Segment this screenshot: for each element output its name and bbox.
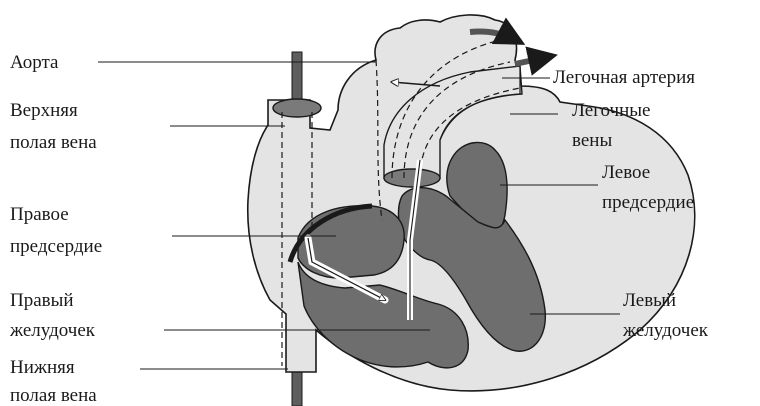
flow-arrow-out-right	[515, 56, 552, 64]
label-left-atrium-line2: предсердие	[602, 192, 694, 213]
label-left-atrium-line1: Левое	[602, 162, 650, 183]
label-pulmonary-artery: Легочная артерия	[553, 67, 695, 88]
label-right-ventricle-line2: желудочек	[9, 320, 96, 341]
label-left-ventricle-line2: желудочек	[622, 320, 709, 341]
label-pulmonary-veins-line2: вены	[572, 130, 612, 151]
label-right-atrium-line1: Правое	[10, 204, 69, 225]
label-ivc-line1: Нижняя	[10, 357, 75, 378]
label-left-ventricle-line1: Левый	[623, 290, 676, 311]
label-svc-line1: Верхняя	[10, 100, 78, 121]
label-svc-line2: полая вена	[10, 132, 97, 153]
label-aorta: Аорта	[10, 52, 59, 73]
label-ivc-line2: полая вена	[10, 385, 97, 406]
label-pulmonary-veins-line1: Легочные	[572, 100, 650, 121]
label-right-atrium-line2: предсердие	[10, 236, 102, 257]
label-right-ventricle-line1: Правый	[10, 290, 74, 311]
svc-opening	[273, 99, 321, 117]
